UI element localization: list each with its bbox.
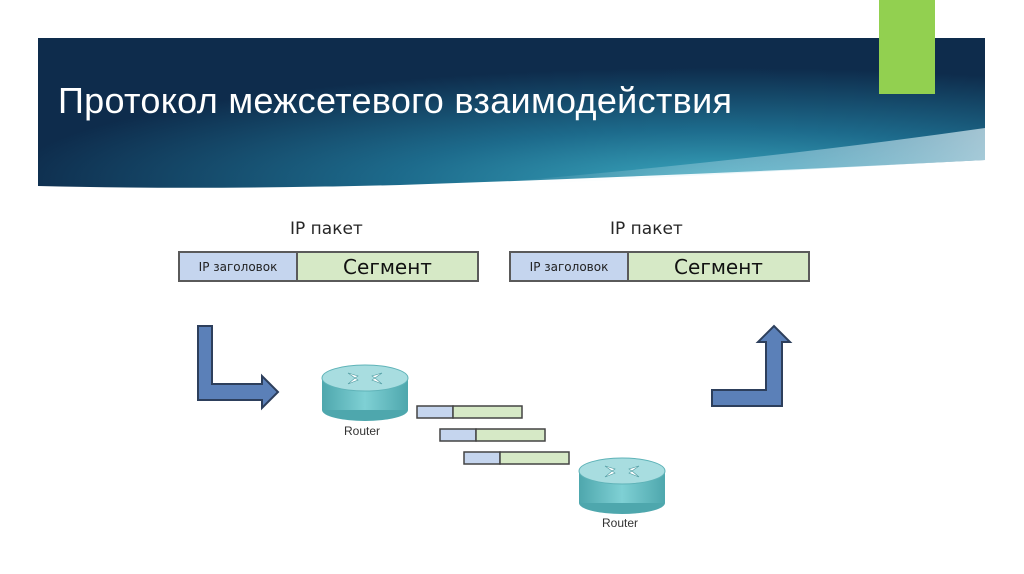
down-right-arrow xyxy=(197,325,280,411)
segment-cell: Сегмент xyxy=(629,253,808,280)
packet-caption-left: IP пакет xyxy=(290,219,363,239)
segment-cell: Сегмент xyxy=(298,253,477,280)
ip-packet-right: IP заголовок Сегмент xyxy=(509,251,810,282)
fragment-3 xyxy=(463,451,570,465)
slide-title: Протокол межсетевого взаимодействия xyxy=(58,80,733,121)
packet-caption-right: IP пакет xyxy=(610,219,683,239)
accent-block xyxy=(879,0,935,94)
router-icon xyxy=(321,364,409,421)
router-label: Router xyxy=(602,516,639,530)
fragment-1 xyxy=(416,405,523,419)
router-icon xyxy=(578,457,666,514)
router-label: Router xyxy=(344,424,381,438)
ip-packet-left: IP заголовок Сегмент xyxy=(178,251,479,282)
title-banner xyxy=(38,38,985,188)
fragment-2 xyxy=(439,428,546,442)
ip-header-cell: IP заголовок xyxy=(511,253,629,280)
ip-header-cell: IP заголовок xyxy=(180,253,298,280)
right-up-arrow xyxy=(711,324,793,407)
